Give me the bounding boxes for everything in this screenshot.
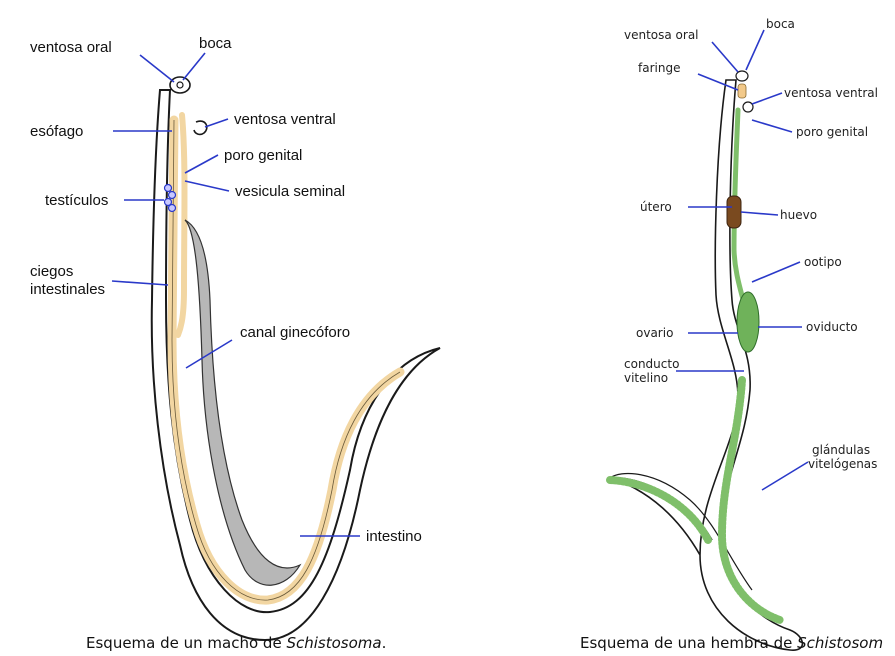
caption-male-pre: Esquema de un macho de — [86, 634, 286, 652]
label-ootipo-f: ootipo — [804, 255, 842, 269]
leader-ootipo-f — [752, 262, 800, 282]
leader-ventosa-ventral-f — [752, 93, 782, 104]
caption-male-post: . — [382, 634, 387, 652]
label-faringe-f: faringe — [638, 61, 680, 75]
female-pharynx — [738, 84, 746, 98]
label-ciegos-m: ciegos — [30, 263, 73, 280]
leader-poro-genital-f — [752, 120, 792, 132]
label-oviducto-f: oviducto — [806, 320, 858, 334]
label-ventosa-oral-f: ventosa oral — [624, 28, 699, 42]
female-labels: ventosa oral boca faringe ventosa ventra… — [624, 17, 878, 471]
caption-female-species: Schistosom — [797, 634, 883, 652]
leader-ventosa-ventral-m — [205, 119, 228, 127]
label-vesicula-seminal-m: vesicula seminal — [235, 183, 345, 200]
label-poro-genital-f: poro genital — [796, 125, 868, 139]
leader-ventosa-oral-m — [140, 55, 174, 82]
label-vitelogenas-f: vitelógenas — [808, 457, 877, 471]
leader-boca-m — [183, 53, 205, 80]
label-ovario-f: ovario — [636, 326, 673, 340]
label-testiculos-m: testículos — [45, 192, 108, 209]
caption-male: Esquema de un macho de Schistosoma. — [86, 634, 386, 652]
label-intestinales-m: intestinales — [30, 281, 105, 298]
leader-huevo-f — [741, 212, 778, 215]
male-body — [152, 90, 440, 640]
leader-boca-f — [746, 30, 764, 70]
leader-glandulas-f — [762, 462, 808, 490]
female-egg — [727, 196, 741, 228]
label-utero-f: útero — [640, 200, 672, 214]
label-conducto-f: conducto — [624, 357, 679, 371]
caption-female: Esquema de una hembra de Schistosom — [580, 634, 883, 652]
label-boca-f: boca — [766, 17, 795, 31]
female-ovary — [737, 292, 759, 352]
label-esofago-m: esófago — [30, 123, 83, 140]
label-huevo-f: huevo — [780, 208, 817, 222]
leader-poro-genital-m — [185, 155, 218, 173]
label-poro-genital-m: poro genital — [224, 147, 302, 164]
caption-female-pre: Esquema de una hembra de — [580, 634, 797, 652]
female-ventral-sucker — [743, 102, 753, 112]
label-ventosa-ventral-f: ventosa ventral — [784, 86, 878, 100]
male-ventral-sucker — [194, 121, 207, 134]
label-boca-m: boca — [199, 35, 232, 52]
male-ceca — [178, 115, 185, 335]
female-vitelline-glands — [610, 380, 780, 620]
leader-vesicula-m — [185, 181, 229, 191]
label-ventosa-oral-m: ventosa oral — [30, 39, 112, 56]
leader-ventosa-oral-f — [712, 42, 738, 72]
label-glandulas-f: glándulas — [812, 443, 870, 457]
male-mouth — [177, 82, 183, 88]
label-vitelino-f: vitelino — [624, 371, 668, 385]
label-intestino-m: intestino — [366, 528, 422, 545]
caption-male-species: Schistosoma — [286, 634, 381, 652]
female-oral-sucker — [736, 71, 748, 81]
label-ventosa-ventral-m: ventosa ventral — [234, 111, 336, 128]
label-canal-ginecoforo-m: canal ginecóforo — [240, 324, 350, 341]
